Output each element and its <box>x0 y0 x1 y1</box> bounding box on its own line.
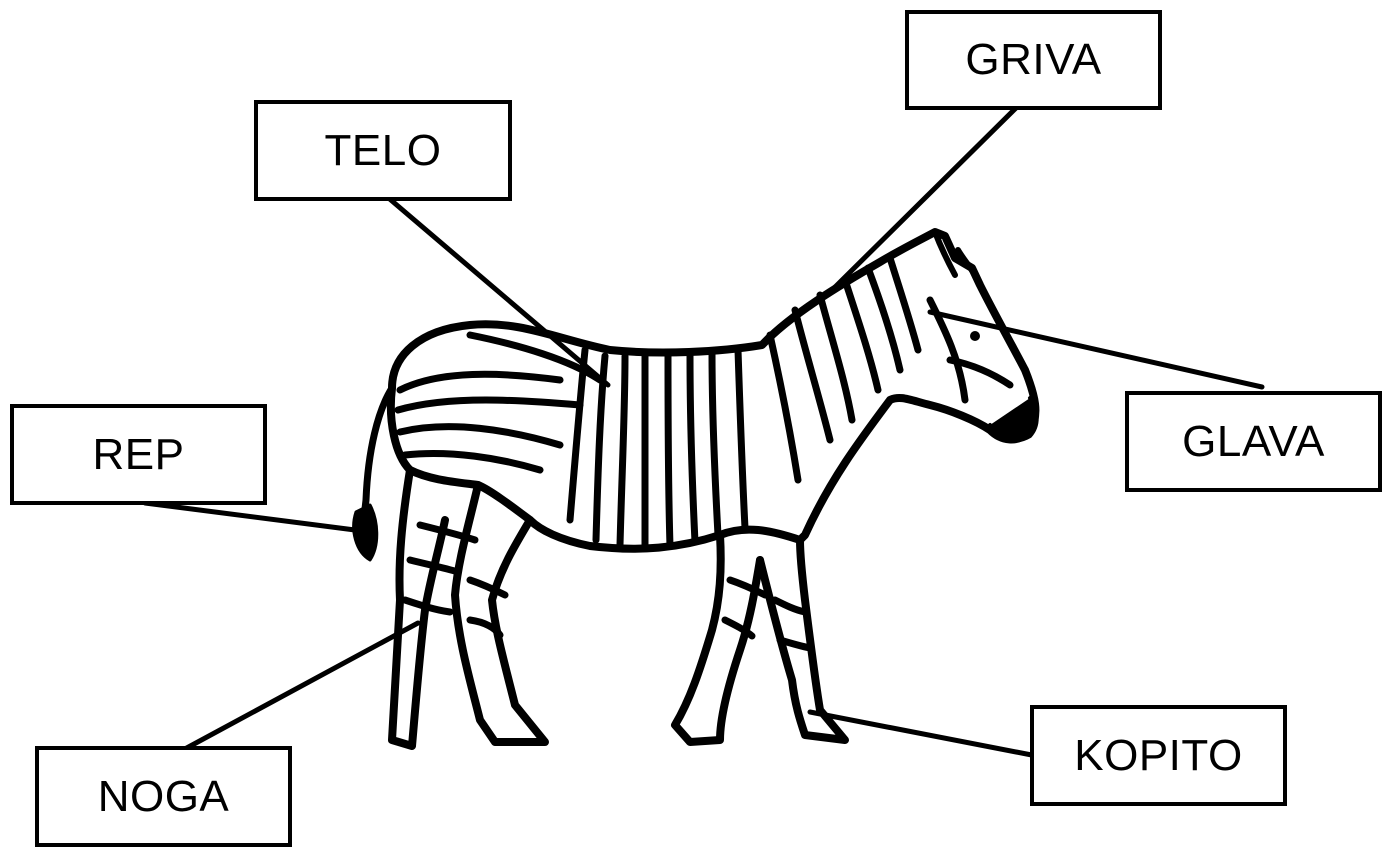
zebra-leg-front-right <box>756 536 849 744</box>
label-box-kopito: KOPITO <box>1030 705 1287 806</box>
zebra-eye <box>970 331 980 341</box>
label-griva: GRIVA <box>965 35 1102 84</box>
zebra-muzzle <box>988 396 1039 443</box>
leader-line-rep <box>142 500 358 533</box>
leader-line-glava <box>927 309 1265 390</box>
label-box-noga: NOGA <box>35 746 292 847</box>
label-kopito: KOPITO <box>1074 730 1243 780</box>
label-rep: REP <box>92 429 185 479</box>
leader-lines <box>142 99 1265 760</box>
leader-line-noga <box>167 620 421 760</box>
label-telo: TELO <box>324 125 442 175</box>
label-noga: NOGA <box>97 771 230 821</box>
leader-line-griva <box>829 99 1025 293</box>
label-box-rep: REP <box>10 404 267 505</box>
zebra-leg-back-right <box>451 481 549 746</box>
leader-line-telo <box>382 192 611 388</box>
zebra-tail-tuft <box>352 503 379 562</box>
leader-line-kopito <box>807 709 1045 760</box>
label-box-glava: GLAVA <box>1125 391 1382 492</box>
zebra-leg-back-left <box>388 466 449 750</box>
zebra-body-outline <box>386 228 1040 553</box>
label-box-telo: TELO <box>254 100 512 201</box>
label-glava: GLAVA <box>1182 416 1325 466</box>
zebra-illustration <box>352 228 1040 750</box>
zebra-ear <box>932 229 983 288</box>
zebra-stripes <box>394 254 1014 652</box>
zebra-leg-front-left <box>671 531 764 746</box>
label-box-griva: GRIVA <box>905 10 1162 110</box>
